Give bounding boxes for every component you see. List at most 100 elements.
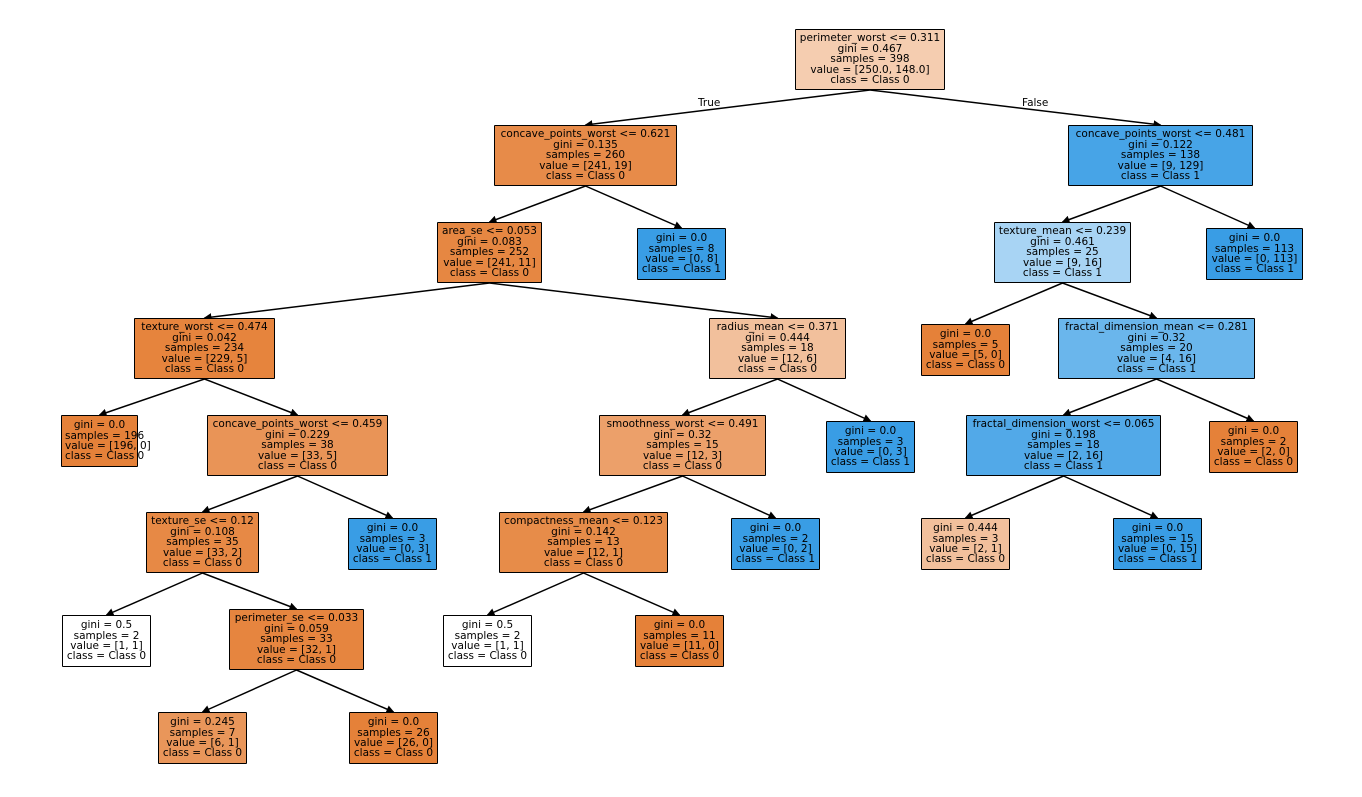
node-line: class = Class 0 [353, 747, 434, 760]
node-line: value = [4, 16] [1116, 352, 1197, 365]
edge-n21-n22 [964, 282, 1063, 325]
node-line: gini = 0.042 [172, 331, 237, 344]
node-line: samples = 13 [547, 536, 620, 549]
node-line: gini = 0.0 [366, 522, 419, 535]
node-line: value = [12, 1] [543, 546, 624, 559]
node-line: concave_points_worst <= 0.621 [500, 128, 671, 141]
node-line: gini = 0.0 [939, 328, 992, 341]
node-line: value = [0, 8] [645, 253, 718, 265]
edge-n13-n17 [682, 475, 777, 519]
node-line: gini = 0.467 [837, 42, 903, 55]
edge-n24-n25 [964, 475, 1064, 519]
node-line: samples = 196 [65, 429, 145, 442]
node-line: value = [33, 5] [257, 449, 338, 462]
node-line: value = [241, 11] [443, 256, 536, 269]
node-line: value = [241, 19] [539, 159, 632, 172]
node-line: gini = 0.0 [1227, 425, 1280, 438]
node-line: gini = 0.5 [80, 619, 133, 632]
node-line: gini = 0.32 [1127, 331, 1186, 344]
node-line: samples = 113 [1214, 242, 1295, 255]
edge-n0-n1 [584, 89, 871, 129]
node-line: class = Class 1 [830, 456, 911, 469]
node-line: class = Class 0 [65, 450, 145, 463]
node-line: gini = 0.0 [655, 232, 708, 245]
node-line: samples = 2 [1220, 435, 1287, 448]
node-line: class = Class 0 [639, 650, 720, 663]
node-line: value = [32, 1] [256, 643, 337, 656]
edge-n6-n7 [105, 572, 203, 616]
node-line: value = [12, 3] [642, 449, 723, 462]
node-line: class = Class 0 [737, 363, 818, 376]
node-line: value = [2, 16] [1023, 449, 1104, 462]
node-line: samples = 18 [1027, 439, 1100, 452]
node-line: fractal_dimension_mean <= 0.281 [1065, 321, 1248, 334]
node-line: perimeter_worst <= 0.311 [799, 32, 941, 45]
node-line: radius_mean <= 0.371 [716, 321, 839, 334]
node-line: value = [2, 1] [929, 543, 1002, 555]
node-line: samples = 15 [646, 439, 719, 452]
edge-n1-n2 [488, 185, 586, 224]
node-line: value = [2, 0] [1217, 446, 1290, 458]
node-line: class = Class 0 [164, 363, 245, 376]
false-edge-label: False [1022, 97, 1049, 109]
node-line: value = [26, 0] [353, 737, 434, 749]
node-line: value = [33, 2] [162, 546, 243, 559]
node-line: class = Class 1 [1116, 363, 1197, 376]
node-line: gini = 0.0 [844, 425, 897, 438]
node-line: class = Class 1 [1117, 553, 1198, 566]
node-line: samples = 38 [261, 439, 334, 452]
edge-n20-n21 [1061, 185, 1161, 224]
edge-n23-n27 [1156, 378, 1255, 422]
edge-n6-n8 [202, 572, 298, 611]
node-line: value = [0, 15] [1117, 543, 1198, 555]
node-line: gini = 0.0 [749, 522, 802, 535]
node-line: samples = 234 [164, 342, 245, 355]
node-line: class = Class 0 [545, 170, 626, 183]
node-line: value = [250.0, 148.0] [810, 63, 930, 76]
edge-n24-n26 [1063, 475, 1159, 519]
node-line: class = Class 0 [925, 553, 1006, 566]
node-line: value = [6, 1] [166, 737, 239, 749]
edge-n12-n18 [777, 378, 872, 422]
edge-n1-n19 [585, 185, 683, 229]
node-line: class = Class 1 [352, 553, 433, 566]
node-line: class = Class 0 [162, 557, 243, 570]
edge-n0-n20 [869, 89, 1162, 129]
node-line: samples = 8 [648, 242, 715, 255]
node-line: class = Class 1 [1120, 170, 1201, 183]
edge-n5-n6 [201, 475, 298, 514]
node-line: value = [1, 1] [451, 640, 524, 652]
node-line: value = [0, 3] [356, 543, 429, 555]
edge-n2-n3 [203, 282, 490, 322]
node-line: class = Class 1 [1022, 267, 1103, 280]
node-line: samples = 260 [545, 149, 626, 162]
node-line: samples = 2 [742, 532, 809, 545]
node-line: gini = 0.0 [73, 419, 126, 432]
node-line: gini = 0.444 [745, 331, 810, 344]
edge-n3-n4 [98, 378, 205, 417]
edge-n3-n5 [204, 378, 299, 417]
node-line: value = [0, 3] [834, 446, 907, 458]
node-line: gini = 0.0 [653, 619, 706, 632]
node-line: texture_mean <= 0.239 [998, 225, 1127, 238]
edge-n8-n9 [201, 669, 297, 713]
node-line: samples = 2 [73, 629, 140, 642]
